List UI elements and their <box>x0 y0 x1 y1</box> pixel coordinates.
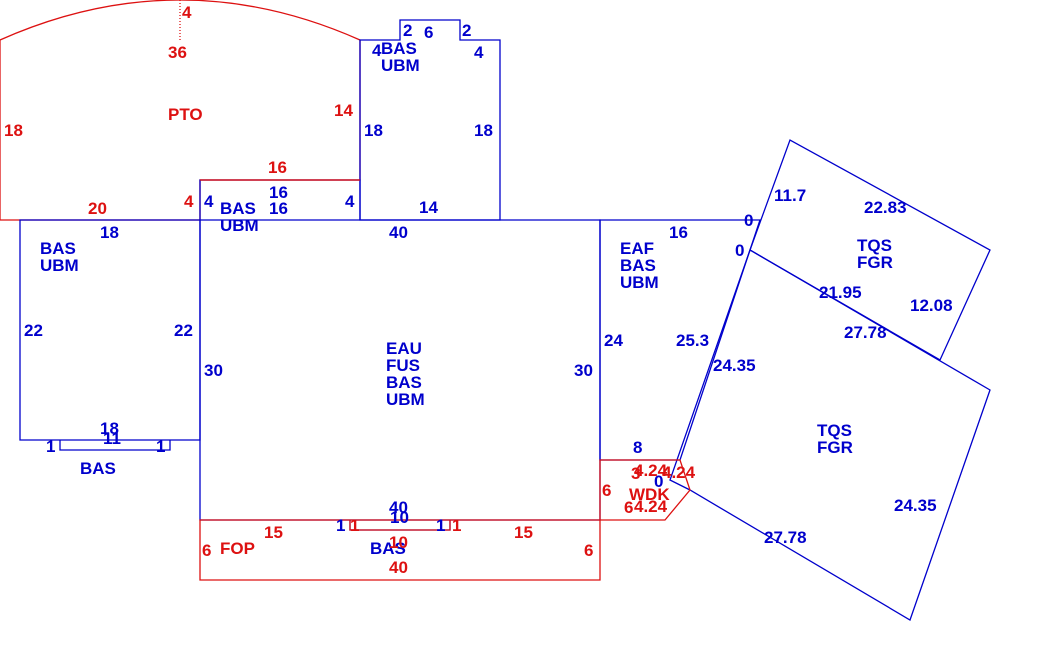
dim-label: 40 <box>389 498 408 517</box>
dim-label: 4 <box>372 41 382 60</box>
dim-label: 30 <box>574 361 593 380</box>
dim-label: 22.83 <box>864 198 907 217</box>
dim-label: 18 <box>474 121 493 140</box>
dim-label: 14 <box>419 198 438 217</box>
dim-label: 27.78 <box>844 323 887 342</box>
left-bas-label-2: UBM <box>40 256 79 275</box>
dim-label: 3 <box>631 464 640 483</box>
dim-label: 2 <box>462 21 471 40</box>
dim-label: 16 <box>268 158 287 177</box>
dim-label: 4 <box>184 192 194 211</box>
dim-label: 6 <box>624 498 633 517</box>
dim-label: 1 <box>336 516 345 535</box>
dim-label: 6 <box>602 481 611 500</box>
dim-label: 24.35 <box>894 496 937 515</box>
dim-label: 15 <box>264 523 283 542</box>
dim-label: 1 <box>452 516 461 535</box>
dim-label: 18 <box>4 121 23 140</box>
dim-label: 21.95 <box>819 283 862 302</box>
upper-bas-label-2: UBM <box>381 56 420 75</box>
tqs-upper-label-1: TQS <box>857 236 892 255</box>
dim-label: 22 <box>174 321 193 340</box>
tqs-lower-label-1: TQS <box>817 421 852 440</box>
fop-bas-label: BAS <box>370 539 406 558</box>
dim-label: 6 <box>584 541 593 560</box>
dim-label: 40 <box>389 558 408 577</box>
connector-bas-label-1: BAS <box>220 199 256 218</box>
fop-label: FOP <box>220 539 255 558</box>
main-label-2: FUS <box>386 356 420 375</box>
main-label-1: EAU <box>386 339 422 358</box>
connector-bas-label-2: UBM <box>220 216 259 235</box>
tqs-lower-label-2: FGR <box>817 438 853 457</box>
pto-label: PTO <box>168 105 203 124</box>
dim-label: 6 <box>202 541 211 560</box>
dim-label: 11.7 <box>774 186 806 205</box>
dim-label: 4.24 <box>634 461 668 480</box>
dim-label: 16 <box>269 183 288 202</box>
left-bas-label-1: BAS <box>40 239 76 258</box>
dim-label: 11 <box>103 429 121 448</box>
dim-label: 10 <box>389 533 408 552</box>
dim-label: 4.24 <box>662 463 696 482</box>
dim-label: 1 <box>156 437 165 456</box>
dim-label: 22 <box>24 321 43 340</box>
dim-label: 1 <box>350 516 359 535</box>
dim-label: 1 <box>46 437 55 456</box>
wdk-outline <box>599 459 691 521</box>
dim-label: 16 <box>669 223 688 242</box>
tqs-upper-label-2: FGR <box>857 253 893 272</box>
left-bas-notch <box>59 440 171 451</box>
eaf-label-3: UBM <box>620 273 659 292</box>
dim-label: 20 <box>88 199 107 218</box>
dim-label: 18 <box>364 121 383 140</box>
dim-label: 4 <box>204 192 214 211</box>
dim-label: 4 <box>182 3 192 22</box>
dim-label: 14 <box>334 101 353 120</box>
dim-label: 0 <box>654 472 663 491</box>
main-label-4: UBM <box>386 390 425 409</box>
fop-outline <box>199 519 601 581</box>
eaf-label-1: EAF <box>620 239 654 258</box>
dim-label: 8 <box>633 438 642 457</box>
dim-label: 30 <box>204 361 223 380</box>
dim-label: 27.78 <box>764 528 807 547</box>
wdk-label: WDK <box>629 485 670 504</box>
dim-label: 4 <box>474 43 484 62</box>
dim-label: 2 <box>403 21 412 40</box>
left-bottom-bas-label: BAS <box>80 459 116 478</box>
dim-label: 10 <box>390 508 409 527</box>
dim-label: 6 <box>424 23 433 42</box>
main-label-3: BAS <box>386 373 422 392</box>
dim-label: 4 <box>345 192 355 211</box>
dim-label: 25.3 <box>676 331 709 350</box>
dim-label: 18 <box>100 419 119 438</box>
dim-label: 16 <box>269 199 288 218</box>
dim-label: 1 <box>436 516 445 535</box>
upper-bas-label-1: BAS <box>381 39 417 58</box>
dim-label: 24.35 <box>713 356 756 375</box>
dim-label: 36 <box>168 43 187 62</box>
dim-label: 12.08 <box>910 296 953 315</box>
dim-label: 0 <box>735 241 744 260</box>
dim-label: 4.24 <box>634 497 668 516</box>
eaf-label-2: BAS <box>620 256 656 275</box>
dim-label: 0 <box>744 211 753 230</box>
dim-label: 40 <box>389 223 408 242</box>
dim-label: 15 <box>514 523 533 542</box>
fop-notch <box>349 520 451 531</box>
dim-label: 24 <box>604 331 623 350</box>
dim-label: 18 <box>100 223 119 242</box>
tqs-lower-outline <box>669 249 991 621</box>
